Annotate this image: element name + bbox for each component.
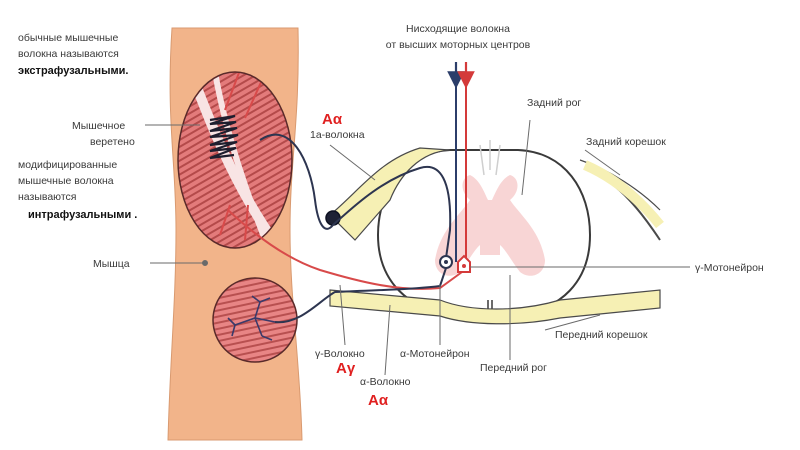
alpha-fiber-path	[274, 267, 447, 324]
intrafusal-line-4: интрафузальными .	[28, 209, 137, 221]
ventral-root	[329, 289, 661, 325]
spindle-label-1: Мышечное	[72, 120, 125, 132]
descending-label-2: от высших моторных центров	[386, 39, 531, 51]
muscle-label: Мышца	[93, 258, 130, 270]
intrafusal-line-2: мышечные волокна	[18, 175, 114, 187]
extrafusal-line-3: экстрафузальными.	[18, 65, 128, 77]
dorsal-root-label: Задний корешок	[586, 136, 666, 148]
ventral-root-label: Передний корешок	[555, 329, 648, 341]
dorsal-horn-label: Задний рог	[527, 97, 581, 109]
aalpha-bottom-label: Aα	[368, 392, 389, 409]
aalpha-top-label: Aα	[322, 111, 343, 128]
fiber-1a-label: 1а-волокна	[310, 129, 365, 141]
gamma-fiber-label: γ-Волокно	[315, 348, 365, 360]
leader-lines	[145, 119, 690, 376]
alpha-motoneuron-label: α-Мотонейрон	[400, 348, 470, 360]
extrafusal-line-1: обычные мышечные	[18, 32, 118, 44]
dorsal-root-ganglion	[325, 210, 341, 226]
spindle-label-2: веретено	[90, 136, 135, 148]
agamma-label: Aγ	[336, 360, 356, 377]
motor-endplate-inset	[212, 277, 298, 363]
grey-matter	[435, 175, 545, 276]
dorsal-root	[329, 147, 451, 241]
fiber-1a-path	[259, 133, 452, 259]
ventral-horn-label: Передний рог	[480, 362, 547, 374]
spindle-afferent-coil	[209, 114, 239, 160]
extrafusal-line-2: волокна называются	[18, 48, 119, 60]
endplate-nerve-branches	[227, 295, 276, 341]
intrafusal-line-3: называются	[18, 191, 76, 203]
intrafusal-line-1: модифицированные	[18, 159, 117, 171]
gamma-motoneuron-label: γ-Мотонейрон	[695, 262, 764, 274]
descending-label-1: Нисходящие волокна	[406, 23, 510, 35]
alpha-fiber-label: α-Волокно	[360, 376, 411, 388]
